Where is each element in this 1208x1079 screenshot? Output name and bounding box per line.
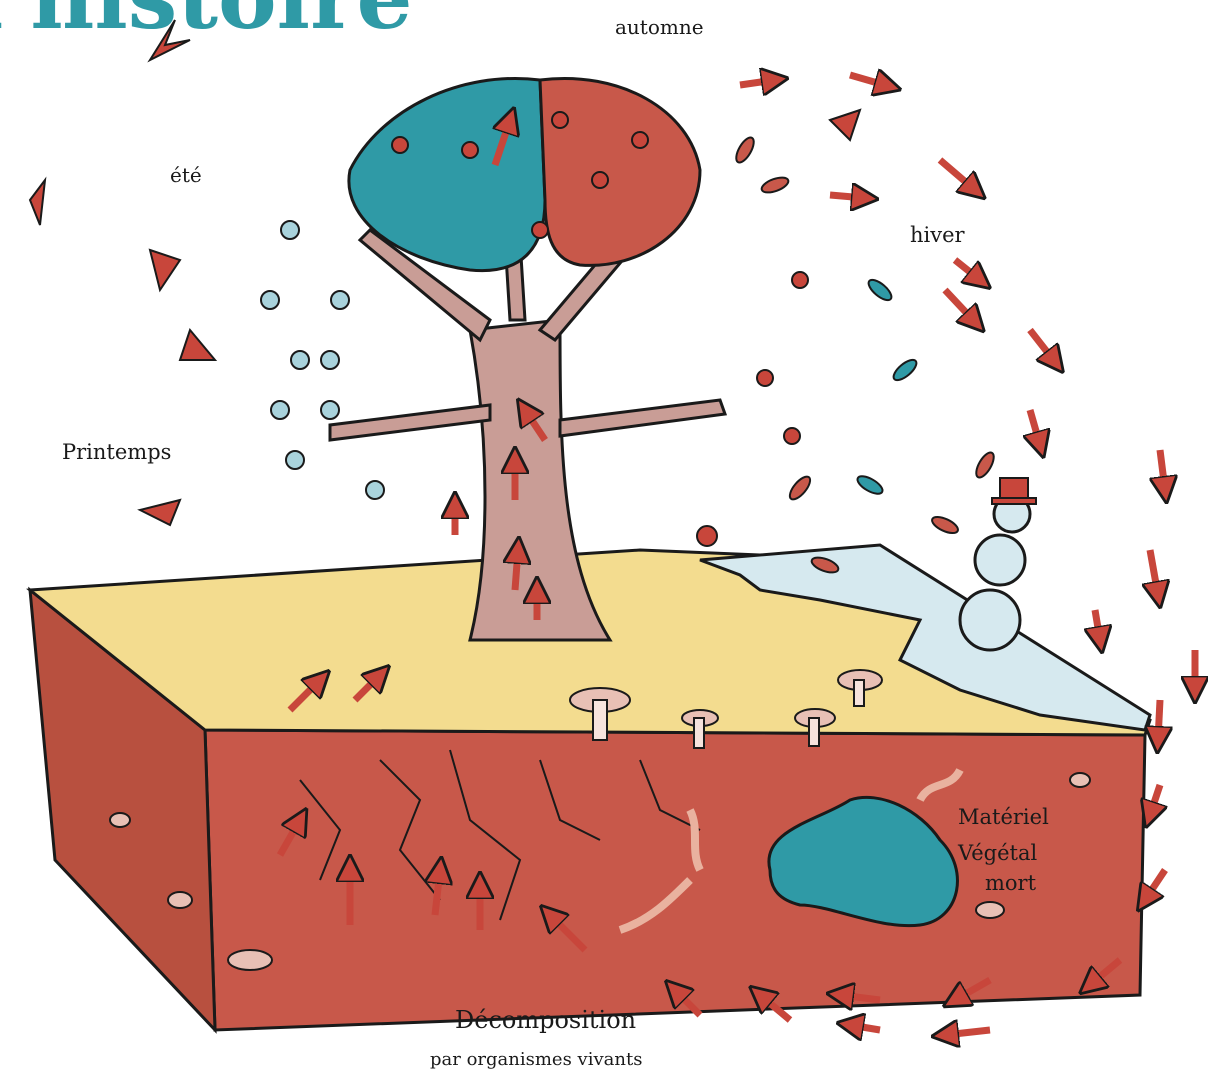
title-text: l'histoire: [0, 0, 412, 49]
falling-leaves: [733, 135, 997, 576]
canopy-autumn: [540, 78, 700, 265]
label-dead-matter-3: mort: [985, 871, 1037, 895]
label-spring: Printemps: [62, 440, 171, 464]
label-winter: hiver: [910, 223, 966, 247]
label-decomposition-2: par organismes vivants: [430, 1049, 642, 1070]
spring-blossoms: [261, 221, 384, 499]
label-autumn: automne: [615, 15, 704, 39]
label-dead-matter-2: Végétal: [957, 841, 1037, 865]
snowman: [960, 478, 1036, 650]
label-dead-matter-1: Matériel: [958, 805, 1049, 829]
label-decomposition-1: Décomposition: [455, 1006, 636, 1034]
label-summer: été: [170, 163, 202, 187]
